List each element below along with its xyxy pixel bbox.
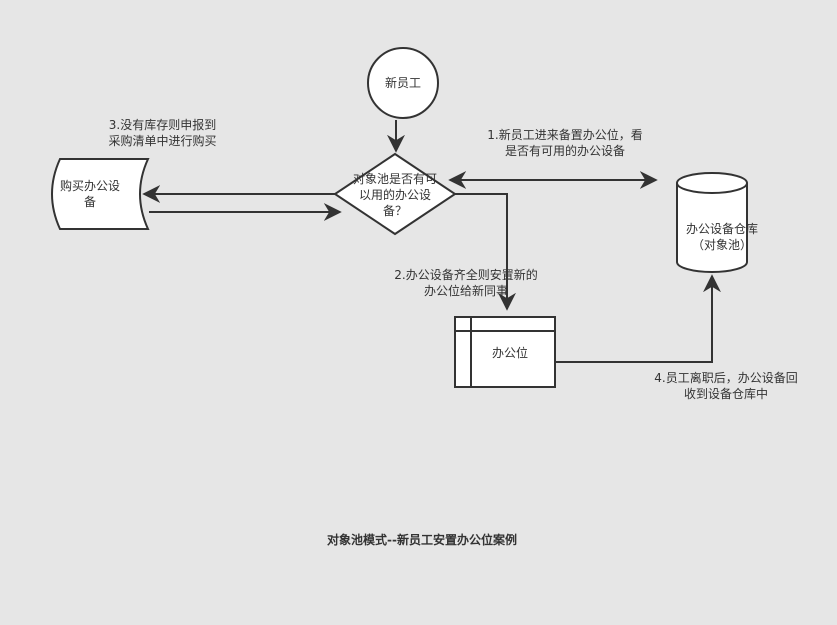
step4-label: 4.员工离职后，办公设备回 收到设备仓库中	[654, 371, 798, 401]
new-employee-node	[367, 47, 439, 119]
new-employee-label: 新员工	[384, 76, 421, 90]
desk-label: 办公位	[491, 346, 528, 360]
step1-label: 1.新员工进来备置办公位，看 是否有可用的办公设备	[487, 128, 643, 158]
edge-desk-to-warehouse	[555, 274, 721, 363]
diagram-caption: 对象池模式--新员工安置办公位案例	[327, 533, 517, 547]
decision-node	[333, 152, 457, 236]
warehouse-label: 办公设备仓库 （对象池）	[685, 222, 758, 252]
step3-label: 3.没有库存则申报到 采购清单中进行购买	[108, 118, 217, 148]
step2-label: 2.办公设备齐全则安置新的 办公位给新同事	[394, 268, 538, 298]
edge-decision-to-desk	[455, 193, 516, 311]
warehouse-node	[676, 183, 748, 273]
purchase-label: 购买办公设 备	[59, 179, 120, 209]
warehouse-node-top	[676, 172, 748, 194]
decision-label: 对象池是否有可 以用的办公设 备？	[352, 172, 437, 218]
purchase-node	[51, 158, 150, 230]
